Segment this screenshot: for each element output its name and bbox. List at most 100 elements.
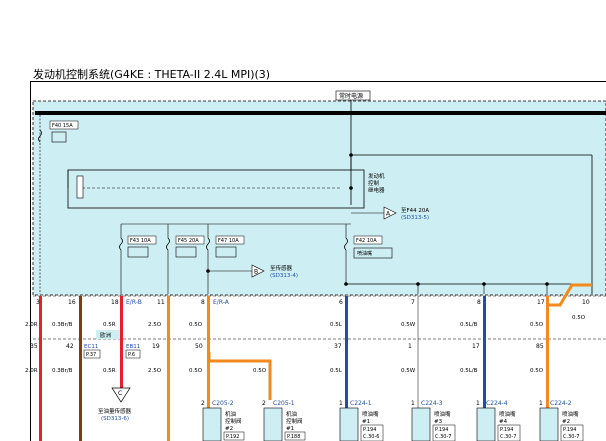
inj4-ref-box [497, 424, 521, 441]
pin-11: 11 [157, 299, 165, 306]
inj4-ref2: C.30-7 [500, 434, 516, 440]
eb11-pin: P.6 [128, 352, 135, 358]
pin-7: 7 [411, 299, 415, 306]
pin2-50: 50 [195, 343, 203, 350]
fuse-f43-label-box [127, 235, 157, 245]
wire-orange-11 [167, 296, 170, 441]
offpage-b-arrow [251, 264, 265, 278]
spec-l-4: 2.5O [148, 368, 162, 374]
component-ocv-1: 2 C205-1 机油 控制阀 #1 P.188 [262, 400, 306, 441]
spec-u-4: 2.5O [148, 322, 162, 328]
fuse-f45-label: F45 20A [178, 238, 199, 244]
bus-dot-1 [344, 282, 348, 286]
fuse-f43-icon [127, 246, 149, 258]
inj1-ref2: C.30-6 [363, 434, 379, 440]
fuse-f45: F45 20A [166, 235, 205, 258]
offpage-c-letter: C [118, 390, 122, 397]
relay-label-1: 发动机 [368, 172, 385, 180]
pin-17: 17 [537, 299, 545, 306]
pin2-1: 1 [408, 343, 412, 350]
fuse-f47-icon [215, 246, 237, 258]
wire-blue-6 [345, 296, 348, 441]
ocv2-box [202, 407, 222, 441]
wire-red-18 [120, 296, 123, 388]
fuse-f40: F40 15A [38, 120, 79, 143]
spec-u-2: 0.3Br/B [52, 322, 73, 328]
spec-l-7: 0.5L [330, 368, 343, 374]
ocv1-box [263, 407, 283, 441]
spec-u-6: 0.5L [330, 322, 343, 328]
pin-16: 16 [68, 299, 76, 306]
inj1-box [339, 407, 359, 441]
ocv2-pin: 2 [201, 400, 205, 407]
fuse-f43-symbol [119, 237, 123, 251]
fuse-f45-icon [175, 246, 197, 258]
relay-contact [349, 186, 353, 190]
fuse-f45-label-box [175, 235, 205, 245]
ocv1-ref-box [284, 431, 306, 441]
offpage-a-ref: (SD313-5) [401, 215, 429, 221]
spec-u-7: 0.5W [401, 322, 416, 328]
offpage-a-to: 至F44 20A [401, 207, 429, 214]
inj2-box [539, 407, 559, 441]
spec-u-8: 0.5L/B [460, 322, 478, 328]
spec-l-2: 0.3Br/B [52, 368, 73, 374]
inj4-box [476, 407, 496, 441]
spec-l-8: 0.5W [401, 368, 416, 374]
spec-u-10: 0.5O [572, 315, 586, 321]
relay-label-2: 控制 [368, 179, 380, 187]
wire-red-3 [39, 296, 42, 441]
eb11-pin-box [125, 349, 141, 359]
pin2-85: 85 [536, 343, 544, 350]
wire-blue-8 [483, 296, 486, 441]
pin2-17: 17 [472, 343, 480, 350]
inj1-pin: 1 [339, 400, 343, 407]
fuse-f40-label-box [49, 120, 79, 130]
component-injector-1: 1 C224-1 喷油嘴 #1 P.194 C.30-6 [339, 400, 384, 441]
main-bus-bar [35, 111, 606, 115]
offpage-c-arrow [111, 387, 131, 403]
power-label-box [335, 90, 371, 101]
fuse-f42-label: F42 10A [356, 238, 377, 244]
inj3-conn: C224-3 [421, 400, 443, 407]
fuse-f47-label-box [215, 235, 245, 245]
inj2-pin: 1 [539, 400, 543, 407]
offpage-c-ref: (SD313-6) [101, 416, 129, 422]
fuse-f42-sub: 喷油嘴 [357, 250, 372, 257]
fuse-f47-label: F47 10A [218, 238, 239, 244]
ocv2-ref-box [223, 431, 245, 441]
inj4-name-2: #4 [499, 419, 508, 425]
ocv1-name-1: 机油 [286, 410, 298, 418]
pin2-19: 19 [152, 343, 160, 350]
wire-orange-17 [546, 296, 549, 441]
junction-dot [349, 153, 353, 157]
inj3-ref: P.194 [435, 427, 448, 433]
ecm-panel [33, 101, 606, 295]
pin-8b: 8 [477, 299, 481, 306]
inj4-conn: C224-4 [486, 400, 508, 407]
inj2-ref2: C.30-7 [563, 434, 579, 440]
ocv1-ref: P.188 [287, 434, 300, 440]
ocv2-name-3: #2 [225, 426, 233, 432]
ocv1-pin: 2 [262, 400, 266, 407]
inj2-name-1: 喷油嘴 [562, 410, 579, 418]
wire-orange-8 [207, 296, 210, 441]
offpage-c-to: 至油量传感器 [98, 407, 132, 415]
inj1-name-2: #1 [362, 419, 370, 425]
inj3-box [411, 407, 431, 441]
diagram-frame [30, 82, 606, 441]
inj4-pin: 1 [476, 400, 480, 407]
spec-l-9: 0.5L/B [460, 368, 478, 374]
circuit-er-b: E/R-B [126, 299, 142, 306]
offpage-b-ref: (SD313-4) [270, 273, 298, 279]
fuse-f42-symbol [344, 237, 348, 251]
power-label: 常时电源 [339, 92, 363, 100]
relay-box [67, 169, 365, 209]
spec-u-9: 0.5O [530, 322, 544, 328]
fuse-f43-label: F43 10A [130, 238, 151, 244]
fuse-f43: F43 10A [119, 235, 157, 258]
fuse-f42-sub-box [353, 247, 393, 259]
offpage-a-letter: A [386, 211, 391, 218]
inj1-name-1: 喷油嘴 [362, 410, 379, 418]
ocv1-name-3: #1 [286, 426, 294, 432]
